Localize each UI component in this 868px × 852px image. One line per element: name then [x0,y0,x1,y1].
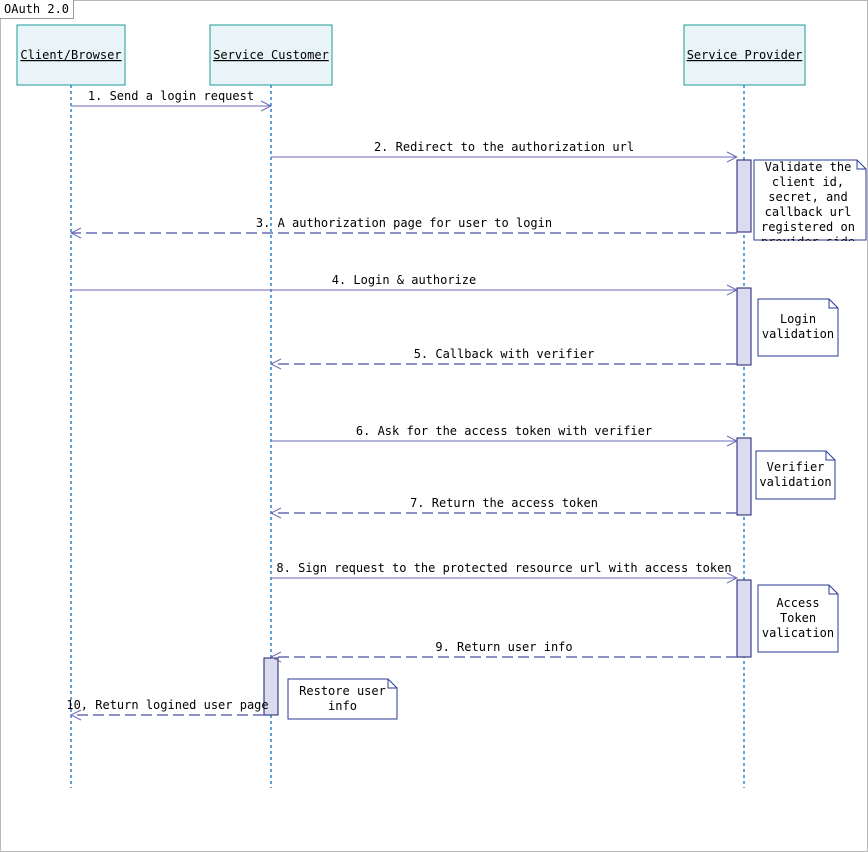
note-fold [856,160,866,170]
note-text-line: Verifier [767,460,825,474]
message-8: 8. Sign request to the protected resourc… [271,561,737,578]
note-text-line: callback url [765,205,852,219]
note-text-line: registered on [761,220,855,234]
message-1: 1. Send a login request [71,89,271,106]
note-fold [828,585,838,595]
note-text-line: Access [776,596,819,610]
note-text-line: Restore user [299,684,386,698]
message-7: 7. Return the access token [271,496,737,513]
message-label: 6. Ask for the access token with verifie… [356,424,652,438]
note-box [757,298,839,357]
message-10: 10, Return logined user page [66,698,269,715]
activation-bar [736,159,752,233]
note-text-line: secret, and [768,190,847,204]
message-label: 2. Redirect to the authorization url [374,140,634,154]
message-label: 9. Return user info [435,640,572,654]
note-text-line: provider side [761,235,855,249]
note-box [753,159,867,241]
message-label: 4. Login & authorize [332,273,477,287]
note-text-line: info [328,699,357,713]
participant-box [209,24,333,86]
participant-box [16,24,126,86]
activation-bar [736,437,752,516]
note-text-line: Token [780,611,816,625]
note-fold [825,451,835,461]
message-label: 7. Return the access token [410,496,598,510]
note-fold [828,299,838,309]
participant-customer[interactable]: Service Customer [209,24,333,86]
participant-label: Client/Browser [20,48,121,62]
note-fold [387,679,397,689]
participant-label: Service Provider [687,48,803,62]
note-box [755,450,836,500]
activation-bar [736,287,752,366]
note-box [757,584,839,653]
note-text-line: Login [780,312,816,326]
note-text-line: Validate the [765,160,852,174]
activation-bar [736,579,752,658]
message-label: 5. Callback with verifier [414,347,595,361]
message-4: 4. Login & authorize [71,273,737,290]
note-text-line: client id, [772,175,844,189]
message-2: 2. Redirect to the authorization url [271,140,737,157]
message-label: 1. Send a login request [88,89,254,103]
participant-box [683,24,806,86]
note-text-line: validation [762,327,834,341]
diagram-title: OAuth 2.0 [0,0,75,19]
participant-label: Service Customer [213,48,329,62]
message-6: 6. Ask for the access token with verifie… [271,424,737,441]
message-5: 5. Callback with verifier [271,347,737,364]
participant-provider[interactable]: Service Provider [683,24,806,86]
message-label: 3. A authorization page for user to logi… [256,216,552,230]
message-label: 10, Return logined user page [66,698,268,712]
note-text-line: validation [759,475,831,489]
note-text-line: valication [762,626,834,640]
participant-client[interactable]: Client/Browser [16,24,126,86]
message-label: 8. Sign request to the protected resourc… [276,561,731,575]
message-9: 9. Return user info [271,640,737,657]
note-box [287,678,398,720]
message-3: 3. A authorization page for user to logi… [71,216,737,233]
